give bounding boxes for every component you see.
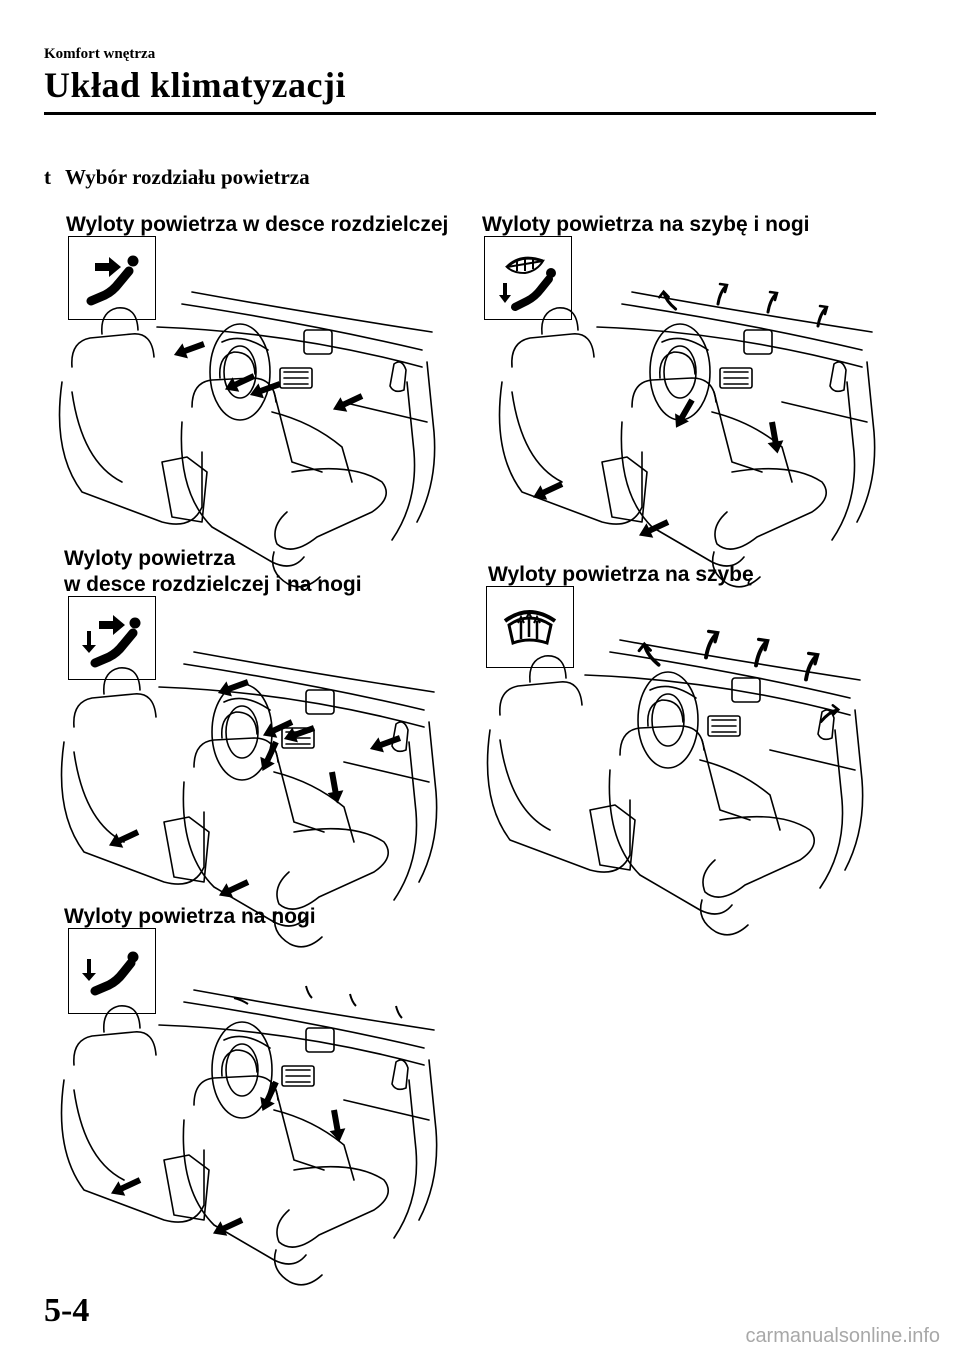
panel-label-line: Wyloty powietrza na nogi [64,905,316,928]
panel-label-dash-feet: Wyloty powietrza w desce rozdzielczej i … [64,546,362,598]
page-number: 5-4 [44,1292,90,1329]
title-rule [44,112,876,115]
face-vent-icon [68,236,156,320]
interior-illustration-feet [60,985,438,1286]
panel-label-dash: Wyloty powietrza w desce rozdzielczej [66,212,448,238]
panel-label-windshield-feet: Wyloty powietrza na szybę i nogi [482,212,810,238]
panel-label-windshield: Wyloty powietrza na szybę [488,562,754,588]
interior-illustration-windshield [486,629,864,936]
subheading-text: Wybór rozdziału powietrza [65,165,310,189]
interior-illustration-windshield-feet [498,282,876,588]
interior-illustration-dash [58,291,436,588]
foot-vent-icon [68,928,156,1014]
panel-label-line: Wyloty powietrza w desce rozdzielczej [66,213,449,236]
chapter-title: Układ klimatyzacji [44,65,346,105]
bi-level-vent-icon [68,596,156,680]
defrost-foot-vent-icon [484,236,572,320]
defrost-icon [486,586,574,668]
panel-label-line: Wyloty powietrza na szybę i nogi [482,213,810,236]
panel-label-line: Wyloty powietrza na szybę [488,563,754,586]
panel-label-line: w desce rozdzielczej i na nogi [64,573,362,596]
subheading: t Wybór rozdziału powietrza [44,165,310,190]
watermark: carmanualsonline.info [745,1325,940,1347]
section-label: Komfort wnętrza [44,46,156,62]
panel-label-feet: Wyloty powietrza na nogi [64,904,316,930]
subheading-bullet: t [44,165,51,189]
panel-label-line: Wyloty powietrza [64,547,236,570]
